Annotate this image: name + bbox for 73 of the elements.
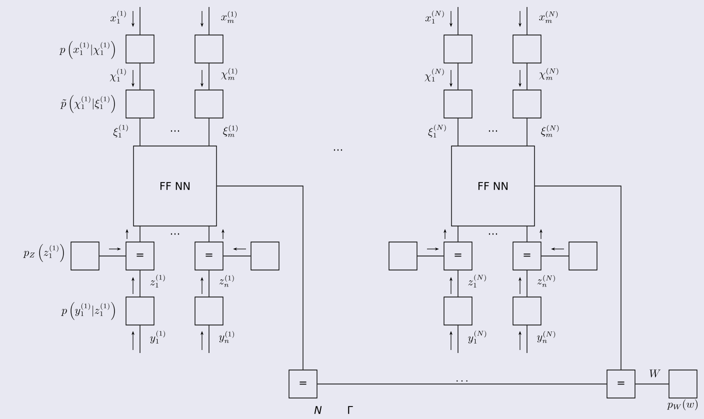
connector-line [526, 118, 528, 146]
edge-label: $y_n^{(N)}$ [537, 331, 556, 344]
plate-label: Γ [348, 406, 353, 414]
factor-label: $p\left(y_1^{(1)}|z_1^{(1)}\right)$ [61, 302, 115, 320]
edge-label: $\xi_m^{(1)}$ [223, 125, 238, 138]
factor-box [444, 34, 472, 64]
factor-box [126, 34, 154, 64]
factor-label: $\tilde{p}\left(\chi_1^{(1)}|\xi_1^{(1)}\right)$ [60, 94, 115, 113]
edge-label: $x_m^{(N)}$ [539, 11, 558, 24]
factor-box [194, 90, 224, 118]
edge-label: $\ldots$ [456, 380, 468, 382]
ellipsis: … [334, 149, 342, 151]
edge-label: $z_n^{(N)}$ [537, 275, 555, 288]
factor-label: $p_W(w)$ [667, 399, 698, 410]
edge-label: $\chi_m^{(1)}$ [221, 68, 238, 80]
neural-network-box: FF NN [133, 146, 217, 226]
equality-node: = [444, 242, 472, 270]
equality-node: = [512, 242, 542, 270]
edge-label: $\chi_1^{(N)}$ [424, 68, 444, 82]
connector-line [208, 6, 210, 35]
edge-label: $y_n^{(1)}$ [219, 331, 234, 344]
edge-label: $x_1^{(N)}$ [425, 10, 444, 24]
factor-box [126, 296, 154, 326]
connector-line [208, 118, 210, 146]
ellipsis: … [488, 130, 498, 132]
edge-label: $\xi_m^{(N)}$ [541, 125, 559, 138]
equality-node: = [606, 370, 636, 398]
connector-line [208, 226, 210, 242]
factor-box [568, 242, 598, 270]
factor-box [70, 242, 100, 270]
connector-line [208, 270, 210, 297]
factor-box [444, 90, 472, 118]
ellipsis: … [488, 233, 498, 235]
connector-line [526, 63, 528, 90]
equality-node: = [288, 370, 318, 398]
connector-line [526, 324, 528, 354]
edge-label: $\xi_1^{(N)}$ [428, 124, 446, 138]
ellipsis: … [170, 130, 180, 132]
edge-label: $y_1^{(1)}$ [150, 330, 166, 344]
edge-label: $z_n^{(1)}$ [219, 275, 234, 288]
edge-label: $z_1^{(N)}$ [468, 274, 486, 288]
edge-label: $\xi_1^{(1)}$ [113, 124, 128, 138]
connector-line [208, 324, 210, 354]
edge-label: $\chi_m^{(N)}$ [539, 68, 558, 80]
plate-label: N [314, 406, 322, 414]
edge-label: $x_1^{(1)}$ [110, 10, 126, 24]
connector-line [526, 226, 528, 242]
connector-line [208, 63, 210, 90]
connector-line [526, 270, 528, 297]
factor-box [194, 296, 224, 326]
equality-node: = [126, 242, 154, 270]
factor-label: $p_Z\left(z_1^{(1)}\right)$ [23, 244, 64, 262]
factor-box [388, 242, 418, 270]
factor-box [512, 296, 542, 326]
factor-box [512, 90, 542, 118]
ellipsis: … [170, 233, 180, 235]
connector-line [534, 186, 622, 370]
factor-box [668, 370, 698, 398]
edge-label: $W$ [650, 370, 661, 378]
equality-node: = [194, 242, 224, 270]
connector-line [216, 186, 304, 370]
factor-box [194, 34, 224, 64]
factor-label: $p\left(x_1^{(1)}|\chi_1^{(1)}\right)$ [59, 40, 115, 59]
factor-box [250, 242, 280, 270]
factor-box [444, 296, 472, 326]
factor-box [126, 90, 154, 118]
edge-label: $\chi_1^{(1)}$ [110, 68, 126, 82]
edge-label: $x_m^{(1)}$ [221, 11, 237, 24]
edge-label: $z_1^{(1)}$ [150, 274, 165, 288]
factor-box [512, 34, 542, 64]
neural-network-box: FF NN [451, 146, 535, 226]
connector-line [526, 6, 528, 35]
edge-label: $y_1^{(N)}$ [468, 330, 486, 344]
